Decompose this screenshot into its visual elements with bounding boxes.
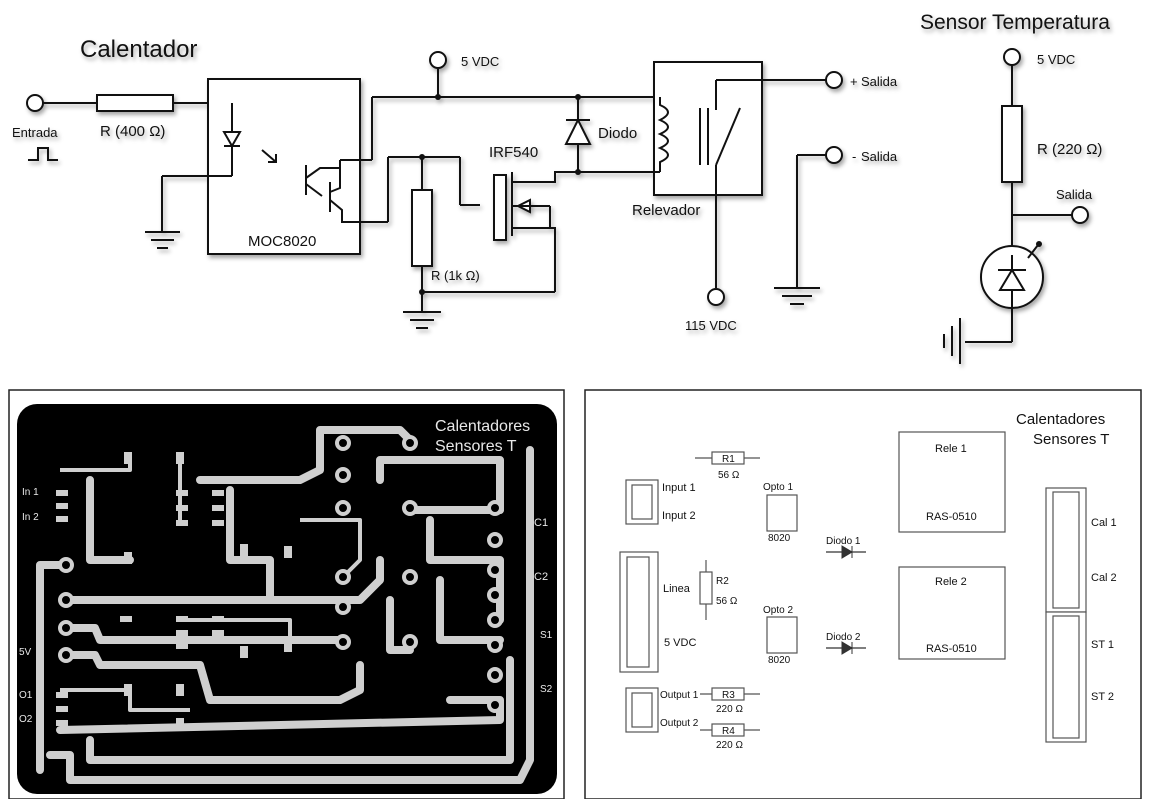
output-negative-sign: - xyxy=(852,149,856,164)
optocoupler-label: MOC8020 xyxy=(248,233,316,250)
relay-1-box xyxy=(898,431,1006,533)
light-arrow-icon xyxy=(261,149,277,163)
cal-1-label: Cal 1 xyxy=(1091,517,1117,529)
relay-2-label: Rele 2 xyxy=(935,576,967,588)
heater-title: Calentador xyxy=(80,36,197,63)
output-1-label: Output 1 xyxy=(660,690,699,701)
r3-name: R3 xyxy=(722,690,735,701)
ground-icon xyxy=(403,311,441,329)
pcb-title-line1: Calentadores xyxy=(435,418,530,435)
sensor-supply-terminal xyxy=(1003,48,1021,66)
opto-2-part: 8020 xyxy=(768,655,791,666)
sensor-output-terminal xyxy=(1071,206,1089,224)
sensor-output-label: Salida xyxy=(1056,187,1093,202)
r4-name: R4 xyxy=(722,726,735,737)
relay-2-box xyxy=(898,566,1006,660)
opto-2-chip xyxy=(766,616,798,654)
r4-resistor xyxy=(711,723,745,737)
r2-resistor xyxy=(699,571,713,605)
sensor-resistor xyxy=(1001,105,1023,183)
r3-value: 220 Ω xyxy=(716,704,743,715)
optocoupler-box xyxy=(207,78,361,255)
ground-icon xyxy=(145,231,180,249)
line-supply-terminal xyxy=(707,288,725,306)
relay-2-part: RAS-0510 xyxy=(926,643,977,655)
opto-1-part: 8020 xyxy=(768,533,791,544)
opto-1-chip xyxy=(766,494,798,532)
pcb-label-in2: In 2 xyxy=(22,512,39,523)
input-terminal xyxy=(26,94,44,112)
ground-icon xyxy=(943,318,961,364)
layout-title-line1: Calentadores xyxy=(1016,411,1105,428)
output-positive-label: Salida xyxy=(861,74,898,89)
sensor-schematic: Sensor Temperatura 5 VDC R (220 Ω) Salid… xyxy=(920,11,1110,364)
pcb-label-s2: S2 xyxy=(540,684,553,695)
input-resistor xyxy=(96,94,174,112)
pcb-label-o2: O2 xyxy=(19,714,33,725)
r4-value: 220 Ω xyxy=(716,740,743,751)
relay-label: Relevador xyxy=(632,202,700,219)
vdc-label: 5 VDC xyxy=(664,637,696,649)
st-2-label: ST 2 xyxy=(1091,691,1114,703)
mosfet-symbol xyxy=(493,174,507,241)
opto-2-label: Opto 2 xyxy=(763,605,793,616)
input-1-label: Input 1 xyxy=(662,482,696,494)
diode-2-symbol xyxy=(841,641,853,655)
diode-label: Diodo xyxy=(598,125,637,142)
st-1-label: ST 1 xyxy=(1091,639,1114,651)
relay-switch xyxy=(715,107,741,166)
relay-1-part: RAS-0510 xyxy=(926,511,977,523)
input-2-label: Input 2 xyxy=(662,510,696,522)
output-2-label: Output 2 xyxy=(660,718,699,729)
diode-1-label: Diodo 1 xyxy=(826,536,861,547)
diode-symbol xyxy=(564,117,592,145)
input-label: Entrada xyxy=(12,125,58,140)
component-layout-panel: Calentadores Sensores T Input 1 Input 2 … xyxy=(584,389,1142,799)
heater-schematic: Calentador Entrada R (400 Ω) MOC8020 xyxy=(12,36,898,333)
r1-value: 56 Ω xyxy=(718,470,740,481)
pcb-title-line2: Sensores T xyxy=(435,438,517,455)
output-negative-label: Salida xyxy=(861,149,898,164)
output-negative-terminal xyxy=(825,146,843,164)
linea-label: Linea xyxy=(663,583,691,595)
cal-2-label: Cal 2 xyxy=(1091,572,1117,584)
pcb-label-c2: C2 xyxy=(534,571,548,583)
pcb-layout-panel: Calentadores Sensores T In 1 In 2 5V O1 … xyxy=(8,389,565,799)
pcb-label-5v: 5V xyxy=(19,647,32,658)
ground-icon xyxy=(774,287,820,305)
relay-1-label: Rele 1 xyxy=(935,443,967,455)
r3-resistor xyxy=(711,687,745,701)
sensor-supply-label: 5 VDC xyxy=(1037,52,1075,67)
line-supply-label: 115 VDC xyxy=(685,318,737,333)
sensor-title: Sensor Temperatura xyxy=(920,11,1110,34)
pcb-label-o1: O1 xyxy=(19,690,33,701)
layout-title-line2: Sensores T xyxy=(1033,431,1109,448)
supply-5v-terminal xyxy=(429,51,447,69)
supply-5v-label: 5 VDC xyxy=(461,54,499,69)
output-positive-terminal xyxy=(825,71,843,89)
pcb-label-in1: In 1 xyxy=(22,487,39,498)
input-resistor-label: R (400 Ω) xyxy=(100,123,165,140)
pulse-icon xyxy=(28,147,58,161)
gate-resistor xyxy=(411,189,433,267)
r2-name: R2 xyxy=(716,576,729,587)
diode-2-label: Diodo 2 xyxy=(826,632,861,643)
pcb-pads xyxy=(58,435,503,713)
gate-resistor-label: R (1k Ω) xyxy=(431,268,480,283)
r1-name: R1 xyxy=(722,454,735,465)
r2-value: 56 Ω xyxy=(716,596,738,607)
r1-resistor xyxy=(711,451,745,465)
diode-1-symbol xyxy=(841,545,853,559)
pcb-label-s1: S1 xyxy=(540,630,553,641)
pcb-label-c1: C1 xyxy=(534,517,548,529)
pcb-smd-pads xyxy=(56,452,292,730)
relay-coil xyxy=(657,97,669,172)
sensor-resistor-label: R (220 Ω) xyxy=(1037,141,1102,158)
output-positive-sign: + xyxy=(850,74,858,89)
opto-1-label: Opto 1 xyxy=(763,482,793,493)
mosfet-label: IRF540 xyxy=(489,144,538,161)
